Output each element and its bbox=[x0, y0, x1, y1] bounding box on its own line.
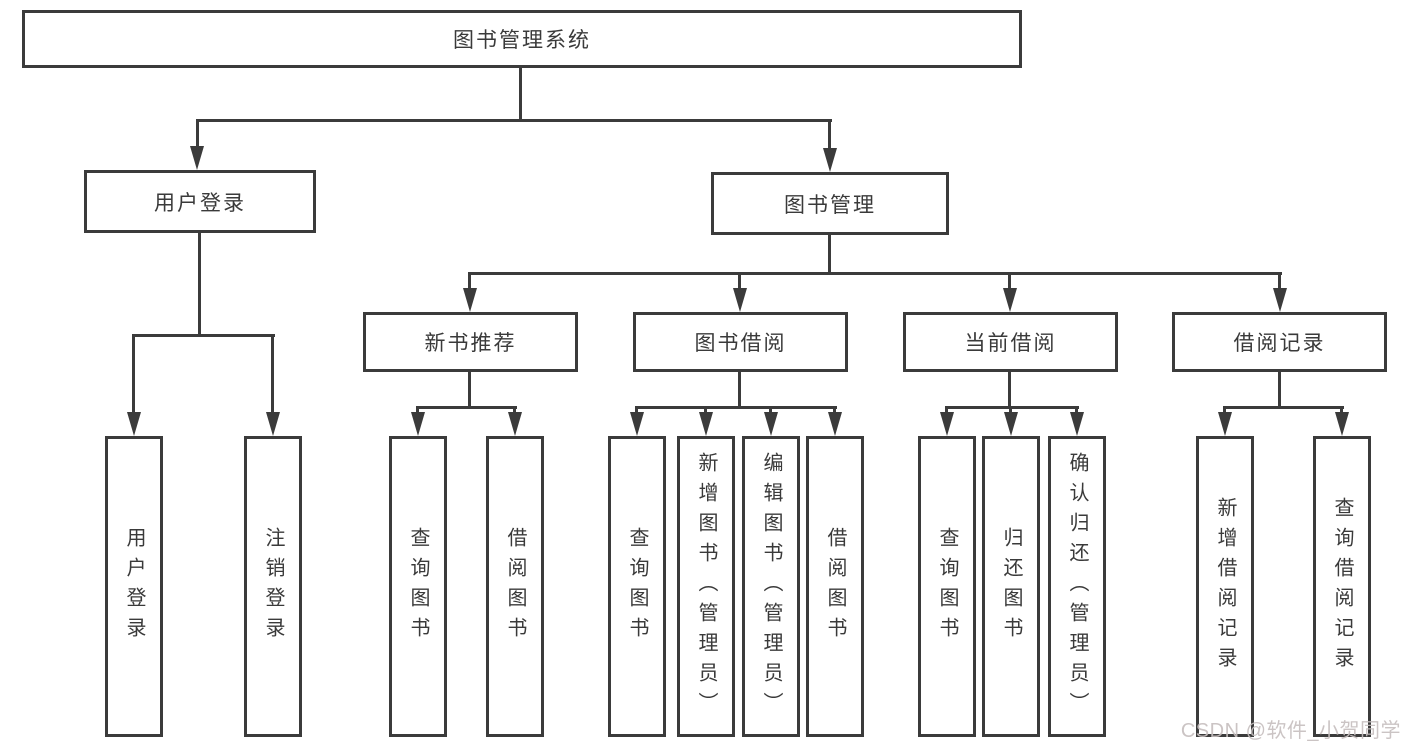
node-leaf-query-books-borrow: 查询图书 bbox=[608, 436, 666, 737]
node-label: 查询借阅记录 bbox=[1331, 496, 1353, 677]
connector-arm bbox=[704, 406, 707, 416]
connector-root-stem bbox=[519, 68, 522, 122]
node-label: 借阅图书 bbox=[504, 526, 526, 647]
connector-arm bbox=[1340, 406, 1343, 416]
node-leaf-borrow-books-newbook: 借阅图书 bbox=[486, 436, 544, 737]
down-arrowhead bbox=[127, 412, 141, 436]
node-leaf-edit-books-admin: 编辑图书（管理员） bbox=[742, 436, 800, 737]
connector-arm bbox=[1223, 406, 1226, 416]
csdn-watermark: CSDN @软件_小贺同学 bbox=[1180, 720, 1401, 742]
node-label: 借阅图书 bbox=[824, 526, 846, 647]
node-leaf-confirm-return-admin: 确认归还（管理员） bbox=[1048, 436, 1106, 737]
down-arrowhead bbox=[1003, 288, 1017, 312]
node-leaf-add-borrow-record: 新增借阅记录 bbox=[1196, 436, 1254, 737]
node-leaf-query-books-current: 查询图书 bbox=[918, 436, 976, 737]
down-arrowhead bbox=[508, 412, 522, 436]
connector-arm bbox=[769, 406, 772, 416]
connector-stem bbox=[1008, 372, 1011, 409]
node-label: 新增图书（管理员） bbox=[695, 451, 717, 722]
node-label: 查询图书 bbox=[936, 526, 958, 647]
down-arrowhead bbox=[1218, 412, 1232, 436]
down-arrowhead bbox=[699, 412, 713, 436]
connector-book-mgmt-stem bbox=[828, 235, 831, 275]
connector-arm bbox=[468, 272, 471, 292]
down-arrowhead bbox=[411, 412, 425, 436]
node-leaf-user-login: 用户登录 bbox=[105, 436, 163, 737]
connector-arm bbox=[1075, 406, 1078, 416]
node-label: 新书推荐 bbox=[424, 332, 517, 355]
connector-user-login-rail bbox=[132, 334, 275, 337]
connector-arm bbox=[271, 334, 274, 414]
node-label: 归还图书 bbox=[1000, 526, 1022, 647]
connector-leaf-rail bbox=[945, 406, 1079, 409]
node-label: 图书借阅 bbox=[694, 332, 787, 355]
connector-arm bbox=[828, 119, 831, 149]
connector-level3-rail bbox=[468, 272, 1282, 275]
node-leaf-return-books: 归还图书 bbox=[982, 436, 1040, 737]
down-arrowhead bbox=[1004, 412, 1018, 436]
connector-user-login-stem bbox=[198, 233, 201, 337]
node-new-book-recommendation: 新书推荐 bbox=[363, 312, 578, 372]
node-label: 当前借阅 bbox=[964, 332, 1057, 355]
node-leaf-query-books-newbook: 查询图书 bbox=[389, 436, 447, 737]
connector-arm bbox=[513, 406, 516, 416]
connector-arm bbox=[196, 119, 199, 147]
connector-stem bbox=[738, 372, 741, 409]
node-label: 注销登录 bbox=[262, 526, 284, 647]
node-user-login: 用户登录 bbox=[84, 170, 316, 233]
node-label: 借阅记录 bbox=[1233, 332, 1326, 355]
node-leaf-add-books-admin: 新增图书（管理员） bbox=[677, 436, 735, 737]
connector-stem bbox=[468, 372, 471, 409]
connector-leaf-rail bbox=[1223, 406, 1344, 409]
connector-arm bbox=[738, 272, 741, 292]
connector-arm bbox=[635, 406, 638, 416]
node-leaf-borrow-books: 借阅图书 bbox=[806, 436, 864, 737]
node-label: 图书管理 bbox=[784, 193, 876, 217]
node-leaf-logout: 注销登录 bbox=[244, 436, 302, 737]
node-leaf-query-borrow-record: 查询借阅记录 bbox=[1313, 436, 1371, 737]
node-label: 编辑图书（管理员） bbox=[760, 451, 782, 722]
connector-arm bbox=[1278, 272, 1281, 292]
connector-arm bbox=[132, 334, 135, 414]
connector-leaf-rail bbox=[416, 406, 517, 409]
down-arrowhead bbox=[1335, 412, 1349, 436]
node-label: 图书管理系统 bbox=[453, 29, 591, 52]
connector-arm bbox=[1009, 406, 1012, 416]
node-label: 用户登录 bbox=[154, 191, 246, 215]
connector-arm bbox=[945, 406, 948, 416]
node-borrowing-records: 借阅记录 bbox=[1172, 312, 1387, 372]
down-arrowhead bbox=[823, 148, 837, 172]
node-label: 新增借阅记录 bbox=[1214, 496, 1236, 677]
connector-leaf-rail bbox=[635, 406, 837, 409]
down-arrowhead bbox=[733, 288, 747, 312]
node-label: 查询图书 bbox=[626, 526, 648, 647]
connector-arm bbox=[833, 406, 836, 416]
node-book-borrowing: 图书借阅 bbox=[633, 312, 848, 372]
connector-level2-rail bbox=[196, 119, 832, 122]
down-arrowhead bbox=[828, 412, 842, 436]
down-arrowhead bbox=[630, 412, 644, 436]
down-arrowhead bbox=[940, 412, 954, 436]
down-arrowhead bbox=[266, 412, 280, 436]
node-book-management: 图书管理 bbox=[711, 172, 949, 235]
down-arrowhead bbox=[764, 412, 778, 436]
node-label: 用户登录 bbox=[123, 526, 145, 647]
down-arrowhead bbox=[463, 288, 477, 312]
connector-arm bbox=[416, 406, 419, 416]
node-library-management-system: 图书管理系统 bbox=[22, 10, 1022, 68]
node-current-borrowing: 当前借阅 bbox=[903, 312, 1118, 372]
node-label: 确认归还（管理员） bbox=[1066, 451, 1088, 722]
connector-arm bbox=[1008, 272, 1011, 292]
down-arrowhead bbox=[1070, 412, 1084, 436]
down-arrowhead bbox=[1273, 288, 1287, 312]
down-arrowhead bbox=[190, 146, 204, 170]
connector-stem bbox=[1278, 372, 1281, 409]
node-label: 查询图书 bbox=[407, 526, 429, 647]
